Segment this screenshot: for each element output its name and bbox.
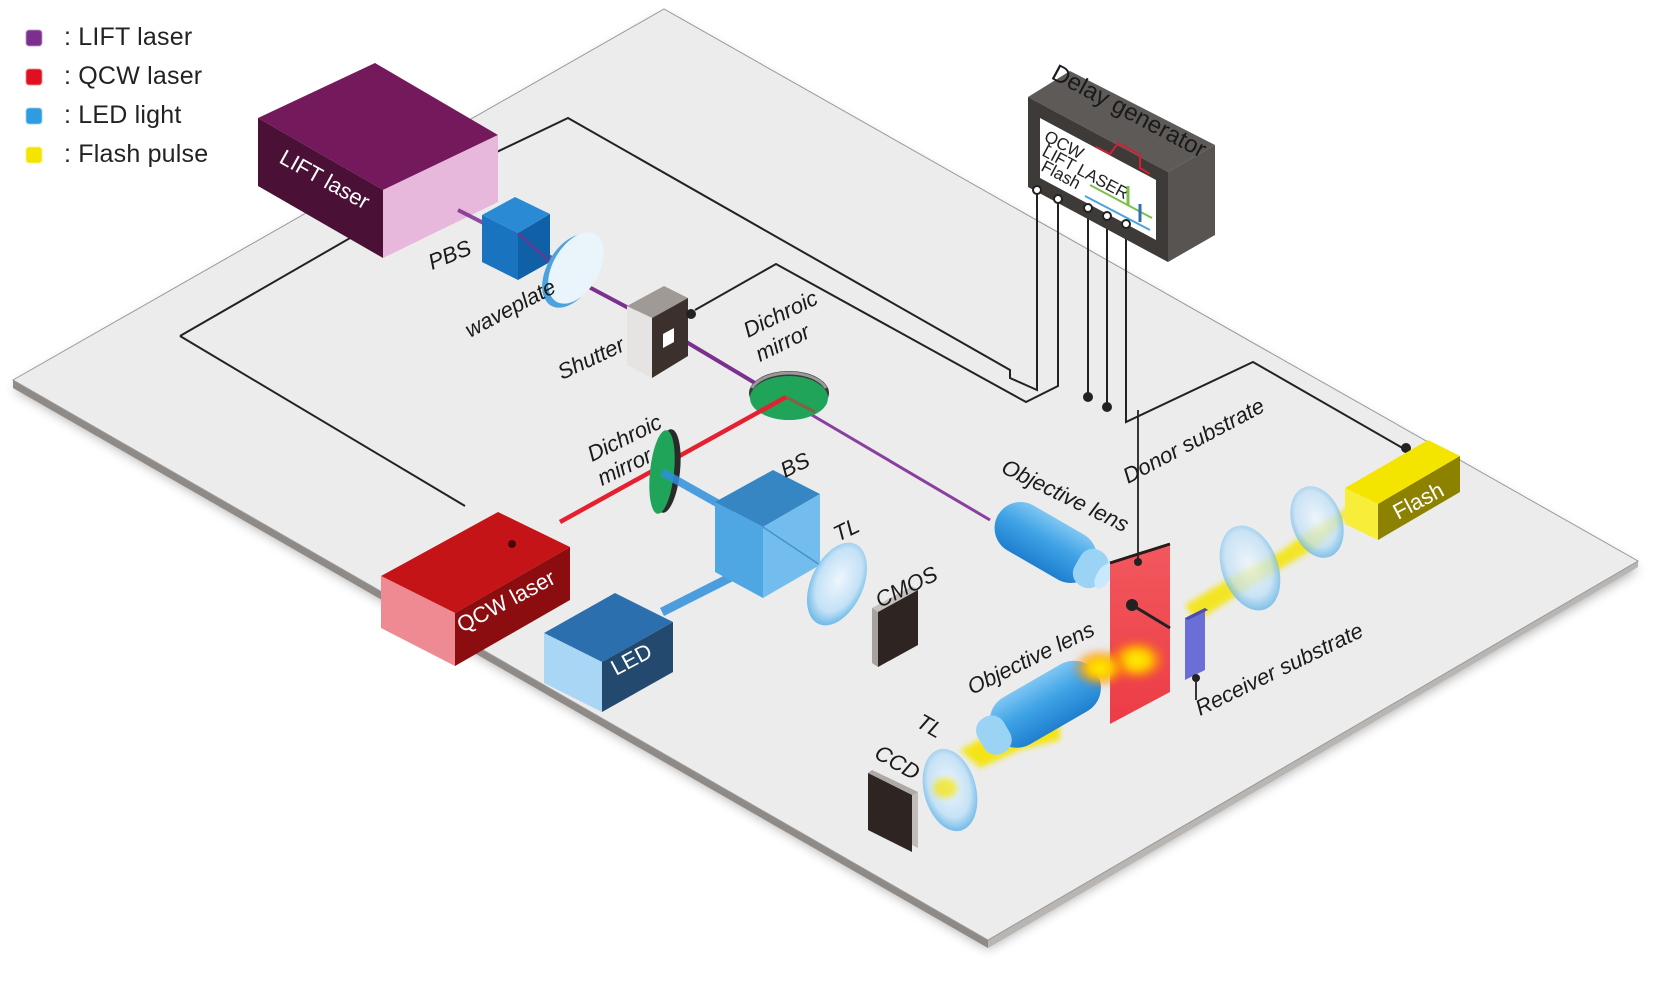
flash-lamp[interactable]: Flash (1345, 440, 1460, 540)
qcw-timing-trace (1095, 141, 1151, 175)
legend-item-led: : LED light (26, 96, 208, 135)
port-1-icon (1032, 185, 1042, 195)
wire-terminal-3 (1083, 392, 1093, 402)
led-source[interactable]: LED (544, 593, 673, 712)
optical-table (11, 8, 1640, 948)
shutter-connector-icon (686, 309, 696, 319)
port-3-icon (1083, 203, 1093, 213)
delay-generator[interactable]: QCW LIFT LASER Flash Delay generator (1028, 59, 1215, 262)
led-light-swatch-icon (26, 107, 42, 124)
flash-pulse-swatch-icon (26, 146, 42, 163)
qcw-laser-swatch-icon (26, 68, 42, 85)
wire-to-qcw (179, 335, 466, 507)
wire-terminal-4 (1102, 402, 1112, 412)
wire-lift-to-delay (479, 116, 1038, 392)
control-wires (179, 116, 1411, 507)
legend-label: : Flash pulse (64, 140, 209, 168)
shutter[interactable]: Shutter (554, 286, 696, 385)
lift-laser-swatch-icon (26, 29, 42, 46)
legend-label: : LED light (64, 101, 182, 129)
legend-label: : LIFT laser (64, 23, 193, 51)
legend-item-qcw: : QCW laser (26, 57, 208, 96)
legend-item-flash: : Flash pulse (26, 135, 208, 174)
lift-timing-trace (1089, 184, 1153, 219)
pbs-cube[interactable]: PBS (425, 197, 552, 280)
flash-condenser-lenses (1219, 486, 1344, 611)
qcw-indicator-icon (508, 540, 516, 548)
ccd-camera[interactable]: CCD (868, 740, 924, 852)
legend-label: : QCW laser (64, 62, 203, 90)
wire-shutter-to-delay (694, 195, 1059, 404)
legend: : LIFT laser : QCW laser : LED light : F… (26, 18, 208, 174)
port-5-icon (1121, 219, 1131, 229)
wire-delay-to-flash (1125, 207, 1407, 451)
wire-terminal-flash (1401, 443, 1411, 453)
legend-item-lift: : LIFT laser (26, 18, 208, 57)
flash-timing-trace (1084, 195, 1151, 231)
bs-cube[interactable]: BS (715, 447, 821, 598)
port-2-icon (1053, 194, 1063, 204)
port-4-icon (1102, 211, 1112, 221)
lift-laser[interactable]: LIFT laser (258, 63, 498, 258)
